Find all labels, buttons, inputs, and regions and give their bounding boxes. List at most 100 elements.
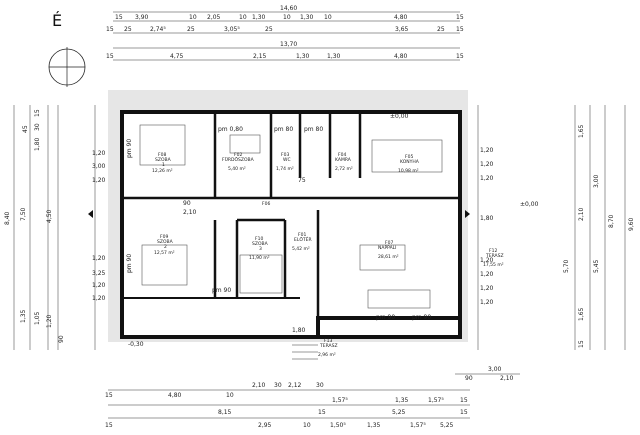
dim-terrace: 90 xyxy=(465,375,473,382)
room-area: 12,26 m² xyxy=(152,168,173,174)
dim-top-r3: 2,15 xyxy=(253,53,267,60)
terrace-dims: 90 3,00 2,10 xyxy=(465,366,514,382)
room-f13: F13 TERASZ 2,96 m² xyxy=(318,338,338,358)
dim-top-r3: 15 xyxy=(106,53,114,60)
dim-right-main: 1,80 xyxy=(480,215,494,222)
dim-left-outer: 90 xyxy=(58,335,65,343)
north-label: É xyxy=(52,11,62,30)
dim-left-main: 1,20 xyxy=(92,255,106,262)
dim-top-r1: 10 xyxy=(189,14,197,21)
room-code: F05 xyxy=(405,154,413,160)
pm-label: pm 90 xyxy=(126,254,133,273)
dim-bot-r2: 5,25 xyxy=(392,409,406,416)
elevation-int: ±0,00 xyxy=(390,113,409,120)
dim-bot-r1: 15 xyxy=(460,397,468,404)
dim-top-total: 14,60 xyxy=(280,5,297,12)
top-dims-row1: 15 3,90 10 2,05 10 1,30 10 1,30 10 4,80 … xyxy=(115,14,464,21)
pm-label: pm 0,80 xyxy=(218,126,243,133)
top-dims-row3: 15 4,75 2,15 1,30 1,30 4,80 15 xyxy=(106,53,464,60)
room-f02: F02 FÜRDŐSZOBA 5,40 m² xyxy=(222,152,255,172)
dim-right-main: 1,20 xyxy=(480,285,494,292)
pm-label: pm 90 xyxy=(126,139,133,158)
dim-right-outer: 3,00 xyxy=(593,174,600,188)
room-name: NAPPALI xyxy=(378,245,397,251)
room-name: TERASZ xyxy=(485,253,504,259)
room-name: SZOBA xyxy=(155,157,172,163)
elevation-ext: -0,30 xyxy=(128,341,144,348)
room-f03: F03 WC 1,74 m² xyxy=(276,152,294,172)
left-dims-main: 1,20 3,00 1,20 1,20 3,25 1,20 1,20 xyxy=(92,150,106,302)
section-marker-left xyxy=(88,210,93,218)
dim-left-outer: 15 xyxy=(34,109,41,117)
room-name: SZOBA xyxy=(252,241,269,247)
dim-right-main: 1,20 xyxy=(480,257,494,264)
bottom-dims-row1: 15 4,80 10 2,10 30 2,12 30 1,57⁵ 1,35 1,… xyxy=(105,382,468,404)
opening-label: 2,10 xyxy=(183,209,197,216)
dim-top-r1: 10 xyxy=(239,14,247,21)
bed-room1 xyxy=(139,124,186,166)
opening-label: 75 xyxy=(298,177,306,184)
dim-left-outer: 1,35 xyxy=(20,309,27,323)
dim-top-r1: 10 xyxy=(283,14,291,21)
room-f12: F12 TERASZ 17,55 m² xyxy=(483,248,504,268)
dim-terrace: 2,10 xyxy=(500,375,514,382)
dim-right-main: 1,20 xyxy=(480,147,494,154)
dim-left-main: 1,20 xyxy=(92,295,106,302)
dim-top-r3: 15 xyxy=(456,53,464,60)
room-name: KAMRA xyxy=(335,157,352,163)
dim-left-main: 1,20 xyxy=(92,177,106,184)
dim-bot-r1: 1,57⁵ xyxy=(332,397,348,404)
dim-right-main: 1,20 xyxy=(480,175,494,182)
dim-right-main: 1,20 xyxy=(480,271,494,278)
dim-bot-r3: 15 xyxy=(105,422,113,429)
dim-right-outer: 5,45 xyxy=(593,259,600,273)
dim-left-outer: 30 xyxy=(34,123,41,131)
dim-left-outer: 45 xyxy=(22,125,29,133)
dim-bot-r1: 1,57⁵ xyxy=(428,397,444,404)
dim-bot-r2: 8,15 xyxy=(218,409,232,416)
dim-left-outer: 1,20 xyxy=(46,314,53,328)
dim-right-outer: 1,65 xyxy=(578,124,585,138)
room-f04: F04 KAMRA 2,72 m² xyxy=(335,152,353,172)
room-area: 11,90 m² xyxy=(249,255,270,261)
room-code: F09 xyxy=(160,234,168,240)
dim-right-outer: 1,65 xyxy=(578,307,585,321)
dim-left-main: 1,20 xyxy=(92,282,106,289)
room-area: 5,42 m² xyxy=(292,246,310,252)
room-area: 2,72 m² xyxy=(335,166,353,172)
dim-top-overall: 13,70 xyxy=(280,41,297,48)
dim-left-outer: 7,50 xyxy=(20,207,27,221)
dim-top-r2: 25 xyxy=(437,26,445,33)
dim-bot-r1: 10 xyxy=(226,392,234,399)
bed-room3 xyxy=(239,254,283,294)
pm-label: pm 90 xyxy=(376,314,395,321)
top-dimensions xyxy=(113,11,460,61)
room-area: 17,55 m² xyxy=(483,262,504,268)
room-code: F01 xyxy=(298,232,306,238)
dim-top-r1: 4,80 xyxy=(394,14,408,21)
stair-label: 1,80 xyxy=(292,327,306,334)
room-code: F13 xyxy=(324,338,332,344)
bathtub xyxy=(229,134,261,154)
room-sub: 2 xyxy=(164,244,167,250)
dim-top-r1: 10 xyxy=(324,14,332,21)
dim-top-r2: 2,74⁵ xyxy=(150,26,166,33)
room-code: F12 xyxy=(489,248,497,254)
dim-bot-r3: 2,95 xyxy=(258,422,272,429)
dim-bot-r3: 10 xyxy=(303,422,311,429)
dim-bot-r1: 30 xyxy=(274,382,282,389)
north-arrow: É xyxy=(48,11,86,87)
dim-left-outer: 4,50 xyxy=(46,209,53,223)
dim-top-r1: 15 xyxy=(115,14,123,21)
room-f07: F07 NAPPALI 28,61 m² xyxy=(378,240,399,260)
room-name: ELŐTÉR xyxy=(294,235,312,243)
furniture xyxy=(139,124,443,309)
dim-top-r2: 25 xyxy=(187,26,195,33)
right-dimensions xyxy=(477,105,626,350)
dim-right-outer: 8,70 xyxy=(608,214,615,228)
room-area: 2,96 m² xyxy=(318,352,336,358)
room-code: F04 xyxy=(338,152,346,158)
dim-left-main: 1,20 xyxy=(92,150,106,157)
dim-bot-r2: 15 xyxy=(318,409,326,416)
room-labels: F08 SZOBA 1 12,26 m² F02 FÜRDŐSZOBA 5,40… xyxy=(152,152,504,358)
